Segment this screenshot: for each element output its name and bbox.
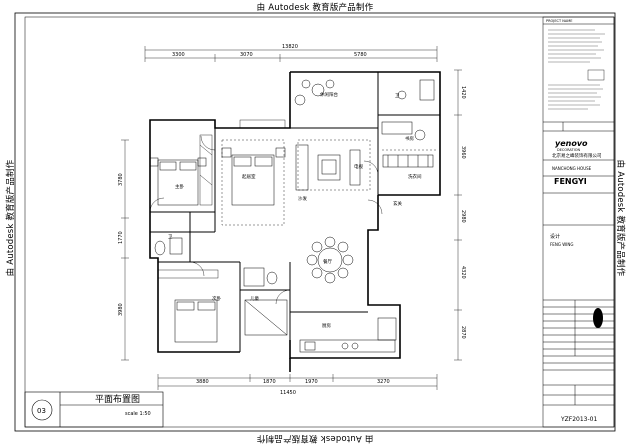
kitchen-fixtures: [299, 317, 397, 353]
master-bed: [149, 157, 207, 206]
title-block-stamp: [587, 69, 605, 81]
dining-table: [306, 236, 354, 284]
room-kids: 儿童: [250, 295, 259, 302]
dim-left-3: 3980: [118, 303, 124, 316]
dim-left-1: 3780: [118, 173, 124, 186]
room-study: 书房: [405, 135, 414, 142]
title-block: [542, 16, 615, 428]
title-block-notes: [548, 29, 605, 110]
drawing-title-block: [24, 391, 164, 428]
dim-top-2: 3070: [240, 52, 253, 58]
room-kitchen: 厨房: [322, 322, 331, 329]
dim-bottom-1: 3880: [196, 379, 209, 385]
ceiling-lines: [221, 139, 436, 226]
room-living-bedroom: 起居室: [242, 173, 256, 180]
tb-company-sub: DECORATION: [557, 148, 580, 152]
living-bed: [221, 147, 286, 206]
dim-right-4: 4320: [460, 266, 466, 279]
dim-bottom-2: 1870: [263, 379, 276, 385]
door-swings: [149, 135, 383, 305]
tb-designer-logo: FENGYI: [554, 177, 587, 186]
room-second-bedroom: 次卧: [212, 295, 221, 302]
tb-company-logo: yenovo: [555, 139, 588, 148]
dim-left-2: 1770: [118, 231, 124, 244]
watermark-top: 由 Autodesk 教育版产品制作: [256, 3, 374, 13]
tb-designer-name: FENG WING: [550, 242, 573, 247]
tb-project-name: NANCHONG HOUSE: [552, 166, 592, 171]
drawing-scale: scale 1:50: [125, 411, 151, 417]
study-furniture: [381, 121, 434, 168]
second-bed: [174, 299, 218, 343]
dim-top-total: 13820: [282, 44, 298, 50]
dim-top-1: 3300: [172, 52, 185, 58]
sheet-inner-border: [24, 16, 615, 428]
dim-right-2: 3960: [460, 146, 466, 159]
seal-stamp: [593, 308, 603, 328]
room-laundry: 洗衣间: [408, 173, 422, 180]
dim-bottom-4: 3270: [377, 379, 390, 385]
dimension-lines: [121, 46, 462, 390]
room-tv: 电视: [354, 163, 363, 170]
dim-bottom-total: 11450: [280, 390, 296, 396]
room-entry: 玄关: [393, 200, 402, 207]
dim-right-1: 1420: [460, 86, 466, 99]
tb-design-label: 设计: [550, 233, 560, 240]
room-master-bedroom: 主卧: [175, 183, 184, 190]
tb-drawing-code: YZF2013-01: [560, 416, 597, 423]
balcony-furniture: [294, 79, 335, 106]
bathroom-fixtures: [154, 79, 435, 336]
dim-bottom-3: 1970: [305, 379, 318, 385]
room-balcony: 休闲阳台: [320, 91, 338, 98]
tb-company-cn: 北京易之峰装饰有限公司: [552, 152, 602, 159]
drawing-number: 03: [37, 407, 46, 415]
drawing-title: 平面布置图: [95, 393, 140, 405]
room-bathroom-top: 卫: [395, 93, 400, 99]
tb-project-label: PROJECT NAME: [546, 19, 572, 23]
room-sofa: 沙发: [298, 195, 307, 202]
dim-top-3: 5780: [354, 52, 367, 58]
room-dining: 餐厅: [323, 258, 332, 265]
wardrobes: [157, 119, 286, 279]
dim-right-3: 2980: [460, 210, 466, 223]
exterior-walls: [149, 71, 441, 372]
sheet-outer-border: [14, 12, 616, 432]
sofa-set: [295, 144, 361, 191]
interior-walls: [150, 72, 440, 352]
room-bathroom-left: 卫: [168, 234, 173, 240]
dim-right-5: 2870: [460, 326, 466, 339]
